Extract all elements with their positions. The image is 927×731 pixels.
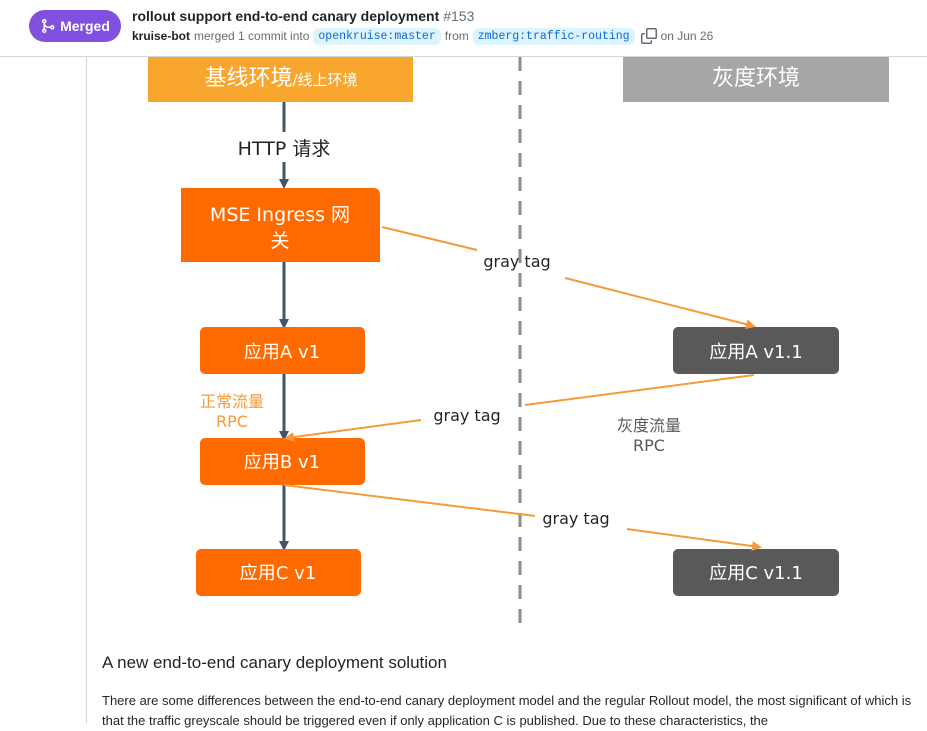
http-request-label: HTTP 请求 [238, 138, 331, 160]
gray-env-header [623, 57, 889, 102]
base-branch[interactable]: openkruise:master [313, 27, 441, 45]
section-body-text: There are some differences between the e… [102, 693, 912, 728]
author-link[interactable]: kruise-bot [132, 29, 191, 43]
section-heading: A new end-to-end canary deployment solut… [102, 653, 447, 672]
gray-env-label: 灰度环境 [712, 66, 800, 91]
gray-tag-label-1: gray tag [483, 252, 550, 271]
status-label: Merged [60, 18, 110, 34]
pr-header: Merged rollout support end-to-end canary… [0, 0, 927, 57]
app-c-v1-box [196, 549, 361, 596]
git-merge-icon [42, 19, 55, 34]
app-c-v11-box [673, 549, 839, 596]
pr-title: rollout support end-to-end canary deploy… [132, 8, 474, 24]
pr-meta: kruise-bot merged 1 commit into openkrui… [132, 26, 713, 46]
gray-tag-label-2: gray tag [433, 406, 500, 425]
merged-text: merged 1 commit into [194, 29, 310, 43]
arrow-gateway-gray-part2 [564, 277, 756, 330]
normal-flow-label-line1: 正常流量 [200, 392, 264, 411]
app-b-v1-label: 应用B v1 [244, 452, 320, 473]
baseline-env-header [148, 57, 413, 102]
pr-number: #153 [443, 8, 475, 24]
head-branch[interactable]: zmberg:traffic-routing [472, 27, 635, 45]
app-a-v11-label: 应用A v1.1 [709, 342, 802, 363]
canary-deployment-diagram: 基线环境/线上环境 灰度环境 HTTP 请求 MSE Ingress 网 关 应… [148, 57, 889, 623]
normal-flow-label-line2: RPC [216, 412, 248, 431]
gray-flow-label-line2: RPC [633, 436, 665, 455]
from-text: from [444, 29, 469, 43]
gateway-label-line1: MSE Ingress 网 [210, 204, 350, 226]
arrow-app-a11-gray-part2 [284, 419, 422, 443]
arrow-app-a11-gray-part1 [524, 374, 755, 406]
app-a-v1-label: 应用A v1 [244, 342, 320, 363]
copy-icon[interactable] [640, 28, 657, 44]
gray-flow-label-line1: 灰度流量 [617, 416, 681, 435]
arrow-app-b-gray-part2 [626, 528, 762, 552]
arrow-app-b-gray-part1 [283, 484, 536, 517]
baseline-env-label: 基线环境/线上环境 [204, 66, 357, 91]
merged-status-badge: Merged [29, 10, 121, 42]
mse-ingress-gateway-box [181, 188, 380, 262]
app-c-v1-label: 应用C v1 [240, 563, 316, 584]
gray-tag-label-3: gray tag [542, 509, 609, 528]
arrow-gateway-gray-part1 [381, 226, 478, 251]
pr-title-text: rollout support end-to-end canary deploy… [132, 8, 440, 24]
app-a-v1-box [200, 327, 365, 374]
pr-description: 基线环境/线上环境 灰度环境 HTTP 请求 MSE Ingress 网 关 应… [86, 57, 927, 728]
gateway-label-line2: 关 [270, 230, 289, 252]
app-b-v1-box [200, 438, 365, 485]
merge-date: on Jun 26 [660, 29, 714, 43]
app-a-v11-box [673, 327, 839, 374]
app-c-v11-label: 应用C v1.1 [709, 563, 803, 584]
